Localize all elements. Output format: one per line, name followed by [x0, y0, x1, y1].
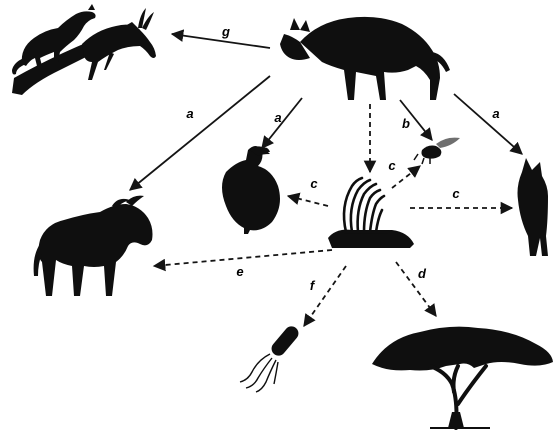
- arrow-carcass-to-acacia-tree: [396, 262, 436, 316]
- ribcage-carcass-icon: [328, 178, 414, 248]
- edge-label-b: b: [402, 116, 410, 131]
- edge-label-d: d: [418, 266, 427, 281]
- jackal-silhouette-icon: [518, 158, 549, 256]
- arrow-carcass-to-fly: [392, 166, 420, 188]
- bacterium-icon: [240, 323, 301, 392]
- arrow-carcass-to-bacterium: [304, 266, 346, 326]
- edge-label-g: g: [221, 24, 230, 39]
- edge-label-f: f: [310, 278, 316, 293]
- edge-label-a1: a: [186, 106, 193, 121]
- edge-label-c1: c: [310, 176, 318, 191]
- vulture-silhouette-icon: [222, 146, 280, 234]
- edge-label-e: e: [236, 264, 243, 279]
- wildebeest-silhouette-icon: [34, 196, 153, 296]
- arrow-hyena-to-jackal: [454, 94, 522, 154]
- arrow-hyena-to-vulture: [262, 98, 302, 148]
- edge-label-a2: a: [274, 110, 281, 125]
- hyena-silhouette-icon: [280, 17, 450, 100]
- edge-label-c2: c: [388, 158, 396, 173]
- arrow-hyena-to-leopard-with-prey: [172, 34, 270, 48]
- arrow-carcass-to-vulture: [288, 196, 328, 206]
- acacia-tree-icon: [372, 327, 553, 428]
- edge-label-c3: c: [452, 186, 460, 201]
- edge-label-a3: a: [492, 106, 499, 121]
- fly-insect-icon: [414, 138, 460, 164]
- leopard-on-branch-with-gazelle-icon: [12, 4, 156, 95]
